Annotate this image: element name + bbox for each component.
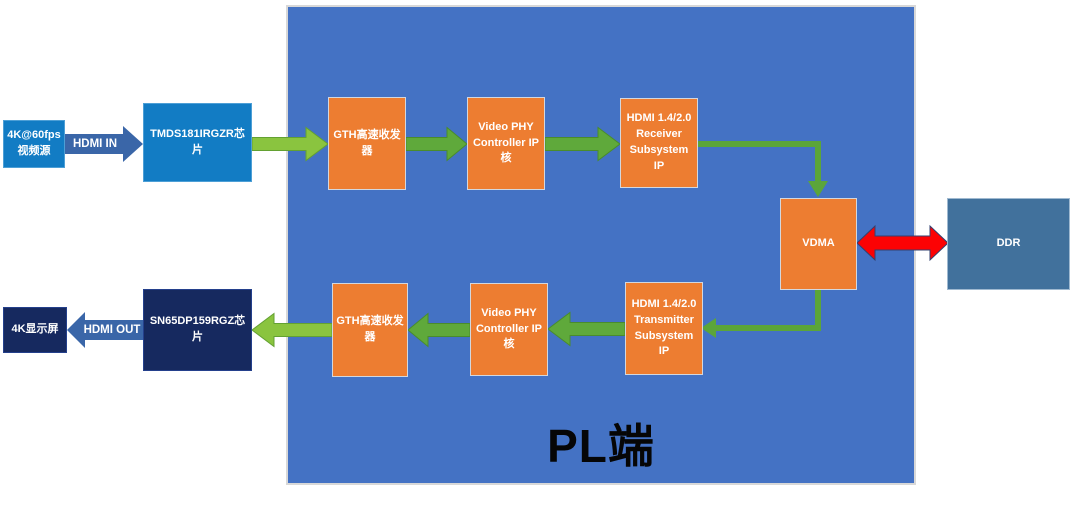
sn65-chip-box: SN65DP159RGZ芯片 [143,289,252,371]
gth-rx-box: GTH高速收发器 [328,97,406,190]
hdmi-tx-subsystem-box: HDMI 1.4/2.0 Transmitter Subsystem IP [625,282,703,375]
arrowhead-into-vdma-top [808,181,828,197]
ddr-box: DDR [947,198,1070,290]
arrowhead-into-hdmitx-right [701,318,716,338]
connector-hdmirx-to-vdma-v [815,141,821,183]
tmds-chip-box: TMDS181IRGZR芯片 [143,103,252,182]
arrow-vdma-ddr-double [857,224,948,262]
connector-vdma-to-hdmitx-v [815,290,821,331]
connector-hdmirx-to-vdma-h [698,141,821,147]
arrow-tmds-to-gth [252,126,328,162]
hdmi-in-label: HDMI IN [72,138,118,150]
video-phy-tx-box: Video PHY Controller IP核 [470,283,548,376]
hdmi-out-label: HDMI OUT [83,324,141,336]
gth-tx-box: GTH高速收发器 [332,283,408,377]
connector-vdma-to-hdmitx-h [715,325,821,331]
arrow-gth-to-videophy-rx [406,126,467,162]
vdma-box: VDMA [780,198,857,290]
hdmi-rx-subsystem-box: HDMI 1.4/2.0 Receiver Subsystem IP [620,98,698,188]
video-phy-rx-box: Video PHY Controller IP核 [467,97,545,190]
display-box: 4K显示屏 [3,307,67,353]
arrow-videophy-to-gth-tx [408,312,470,348]
arrow-gth-to-sn65 [252,312,332,348]
arrow-hdmi-in: HDMI IN [65,126,143,162]
arrow-videophy-to-hdmirx [545,126,620,162]
pl-region-label: PL端 [547,420,655,472]
video-source-box: 4K@60fps 视频源 [3,120,65,168]
arrow-hdmitx-to-videophy-tx [548,311,625,347]
arrow-hdmi-out: HDMI OUT [67,312,143,348]
